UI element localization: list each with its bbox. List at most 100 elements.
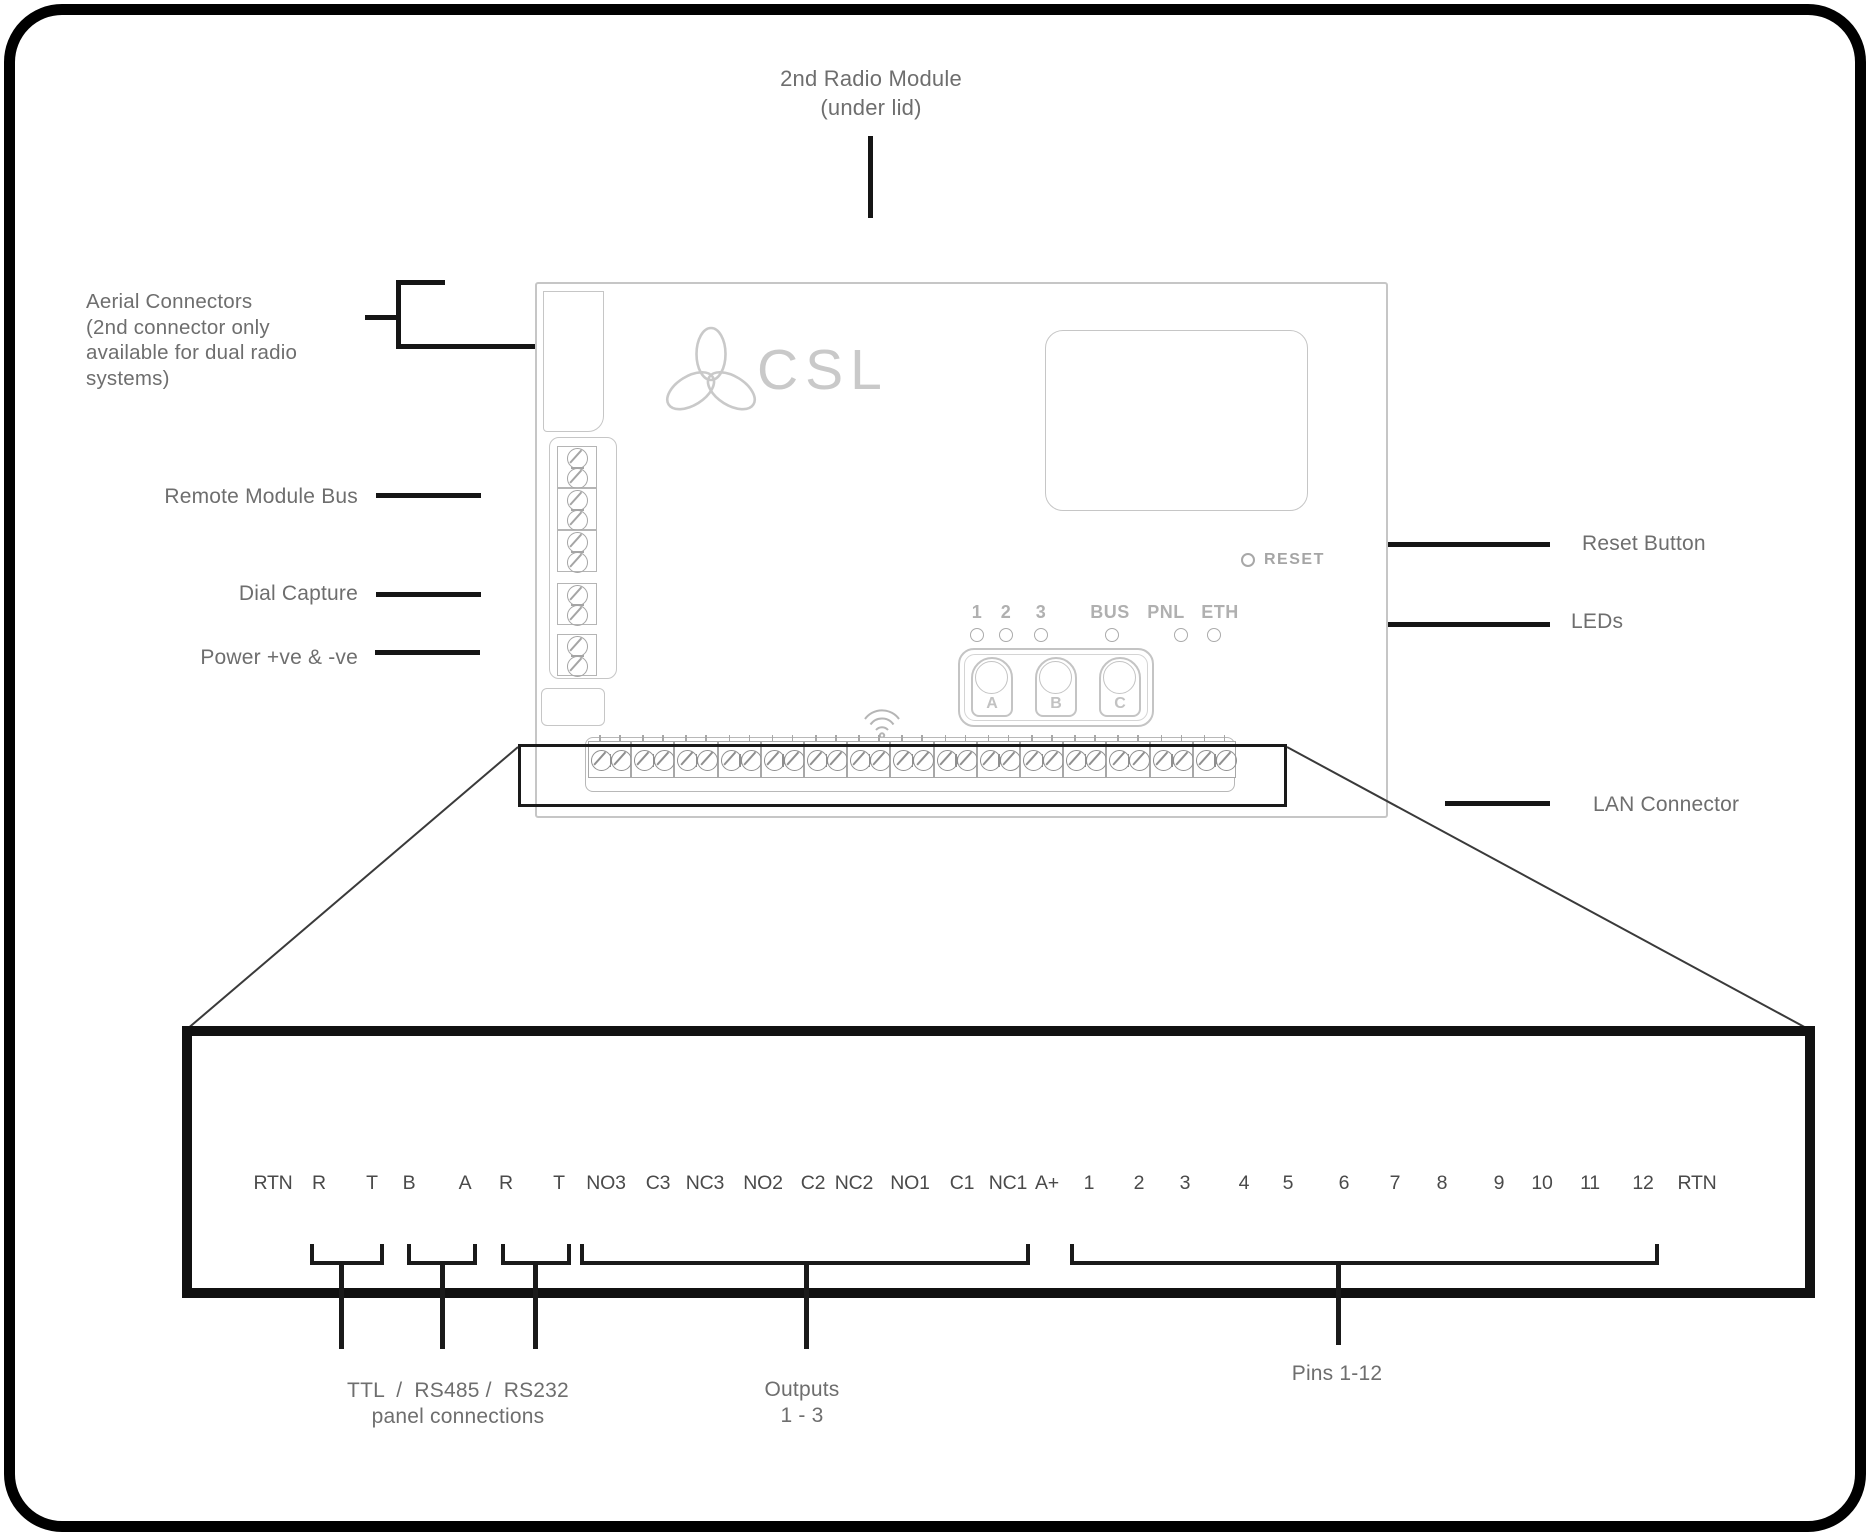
terminal-label: 6	[1338, 1172, 1350, 1194]
terminal-tick	[1180, 735, 1183, 741]
terminal-tick	[901, 735, 903, 741]
terminal-cell	[890, 735, 935, 778]
terminal-tick	[1007, 735, 1010, 741]
terminal-tick	[728, 735, 731, 741]
terminal-tick	[815, 735, 817, 741]
terminal-cell	[631, 735, 676, 778]
left-terminal-cell	[557, 634, 597, 677]
terminal-label: 7	[1389, 1172, 1401, 1194]
csl-brand-text: CSL	[757, 338, 889, 402]
callout-panel-connections: TTL / RS485 / RS232 panel connections	[258, 1378, 658, 1430]
led-label: 1	[971, 602, 983, 622]
callout-line-lan-connector	[1445, 801, 1550, 806]
terminal-label: 5	[1282, 1172, 1294, 1194]
led-label: PNL	[1147, 602, 1185, 622]
left-terminal-cell	[557, 583, 597, 626]
callout-panel-line2: panel connections	[371, 1405, 545, 1428]
screw-terminal-icon	[1215, 750, 1237, 771]
terminal-cell	[1149, 735, 1194, 778]
button-a-circle-icon	[975, 661, 1008, 694]
terminal-label: 10	[1531, 1172, 1553, 1194]
callout-line-power	[375, 650, 480, 655]
aerial-bracket-stub	[365, 315, 401, 320]
terminal-label: RTN	[1677, 1172, 1717, 1194]
terminal-tick	[858, 735, 860, 741]
callout-aerial-line1: Aerial Connectors	[86, 290, 253, 313]
terminal-cell	[760, 735, 805, 778]
wifi-icon	[864, 709, 900, 739]
callout-aerial-line2: (2nd connector only	[86, 315, 270, 339]
terminal-label: A+	[1035, 1172, 1059, 1194]
terminal-tick	[1203, 735, 1206, 741]
screw-terminal-icon	[567, 468, 588, 489]
led-label: ETH	[1201, 602, 1239, 622]
button-c: C	[1099, 657, 1141, 717]
callout-2nd-radio-module-line1: 2nd Radio Module	[780, 66, 962, 91]
stem-ttl	[339, 1263, 344, 1349]
terminal-tick	[1051, 735, 1053, 741]
terminal-cell	[847, 735, 892, 778]
terminal-tick	[1031, 735, 1033, 741]
terminal-cell	[1063, 735, 1108, 778]
terminal-tick	[1160, 735, 1163, 741]
terminal-label: 2	[1133, 1172, 1145, 1194]
bracket-rs485	[407, 1244, 477, 1265]
screw-terminal-icon	[567, 448, 588, 469]
callout-line-dial-capture	[376, 592, 481, 597]
terminal-divider	[739, 754, 741, 767]
screw-terminal-icon	[567, 490, 588, 511]
terminal-tick	[1094, 735, 1096, 741]
bracket-ttl	[310, 1244, 384, 1265]
terminal-label: R	[312, 1172, 326, 1194]
callout-aerial-line3: available for dual radio	[86, 341, 298, 364]
terminal-label: NO1	[890, 1172, 930, 1194]
callout-lan-connector: LAN Connector	[1593, 793, 1740, 816]
terminal-tick	[599, 735, 601, 741]
button-c-circle-icon	[1103, 661, 1136, 694]
button-a: A	[971, 657, 1013, 717]
terminal-cell	[1192, 735, 1237, 778]
terminal-tick	[987, 735, 990, 741]
terminal-tick	[944, 735, 947, 741]
terminal-tick	[964, 735, 967, 741]
terminal-label: T	[366, 1172, 378, 1194]
callout-power: Power +ve & -ve	[200, 646, 358, 669]
aerial-bracket-vertical	[396, 280, 401, 349]
reset-button-icon	[1241, 553, 1255, 567]
aerial-bracket-bottom	[396, 344, 544, 349]
callout-outputs-line2: 1 - 3	[780, 1404, 824, 1427]
button-b-circle-icon	[1039, 661, 1072, 694]
terminal-label: C2	[800, 1172, 826, 1194]
callout-panel-line1: TTL / RS485 / RS232	[347, 1379, 569, 1402]
callout-line-reset-button	[1386, 542, 1550, 547]
left-terminal-cell	[557, 488, 597, 531]
terminal-label: C1	[949, 1172, 975, 1194]
terminal-label: T	[553, 1172, 565, 1194]
led-label: 2	[1000, 602, 1012, 622]
terminal-cell	[1020, 735, 1064, 778]
callout-leds: LEDs	[1571, 610, 1624, 633]
terminal-tick	[771, 735, 774, 741]
terminal-tick	[835, 735, 837, 741]
button-b-label: B	[1050, 695, 1062, 712]
terminal-tick	[878, 735, 880, 741]
screw-terminal-icon	[567, 510, 588, 531]
stem-rs232	[533, 1263, 538, 1349]
terminal-label: 1	[1083, 1172, 1095, 1194]
callout-2nd-radio-module: 2nd Radio Module (under lid)	[671, 64, 1071, 122]
left-terminal-cell	[557, 446, 597, 489]
bracket-outputs	[580, 1244, 1030, 1265]
magnifier-source-box	[518, 744, 1287, 807]
terminal-cell	[588, 735, 632, 778]
magnified-terminal-box	[182, 1026, 1815, 1298]
screw-terminal-icon	[567, 532, 588, 553]
stem-rs485	[440, 1263, 445, 1349]
led-indicator-icon	[1207, 628, 1221, 642]
terminal-cell	[804, 735, 848, 778]
terminal-label: 11	[1580, 1172, 1600, 1194]
callout-aerial-connectors: Aerial Connectors (2nd connector only av…	[86, 289, 336, 391]
sim-holder	[541, 688, 605, 726]
terminal-divider	[1171, 754, 1173, 767]
callout-outputs: Outputs 1 - 3	[602, 1377, 1002, 1429]
terminal-tick	[921, 735, 923, 741]
